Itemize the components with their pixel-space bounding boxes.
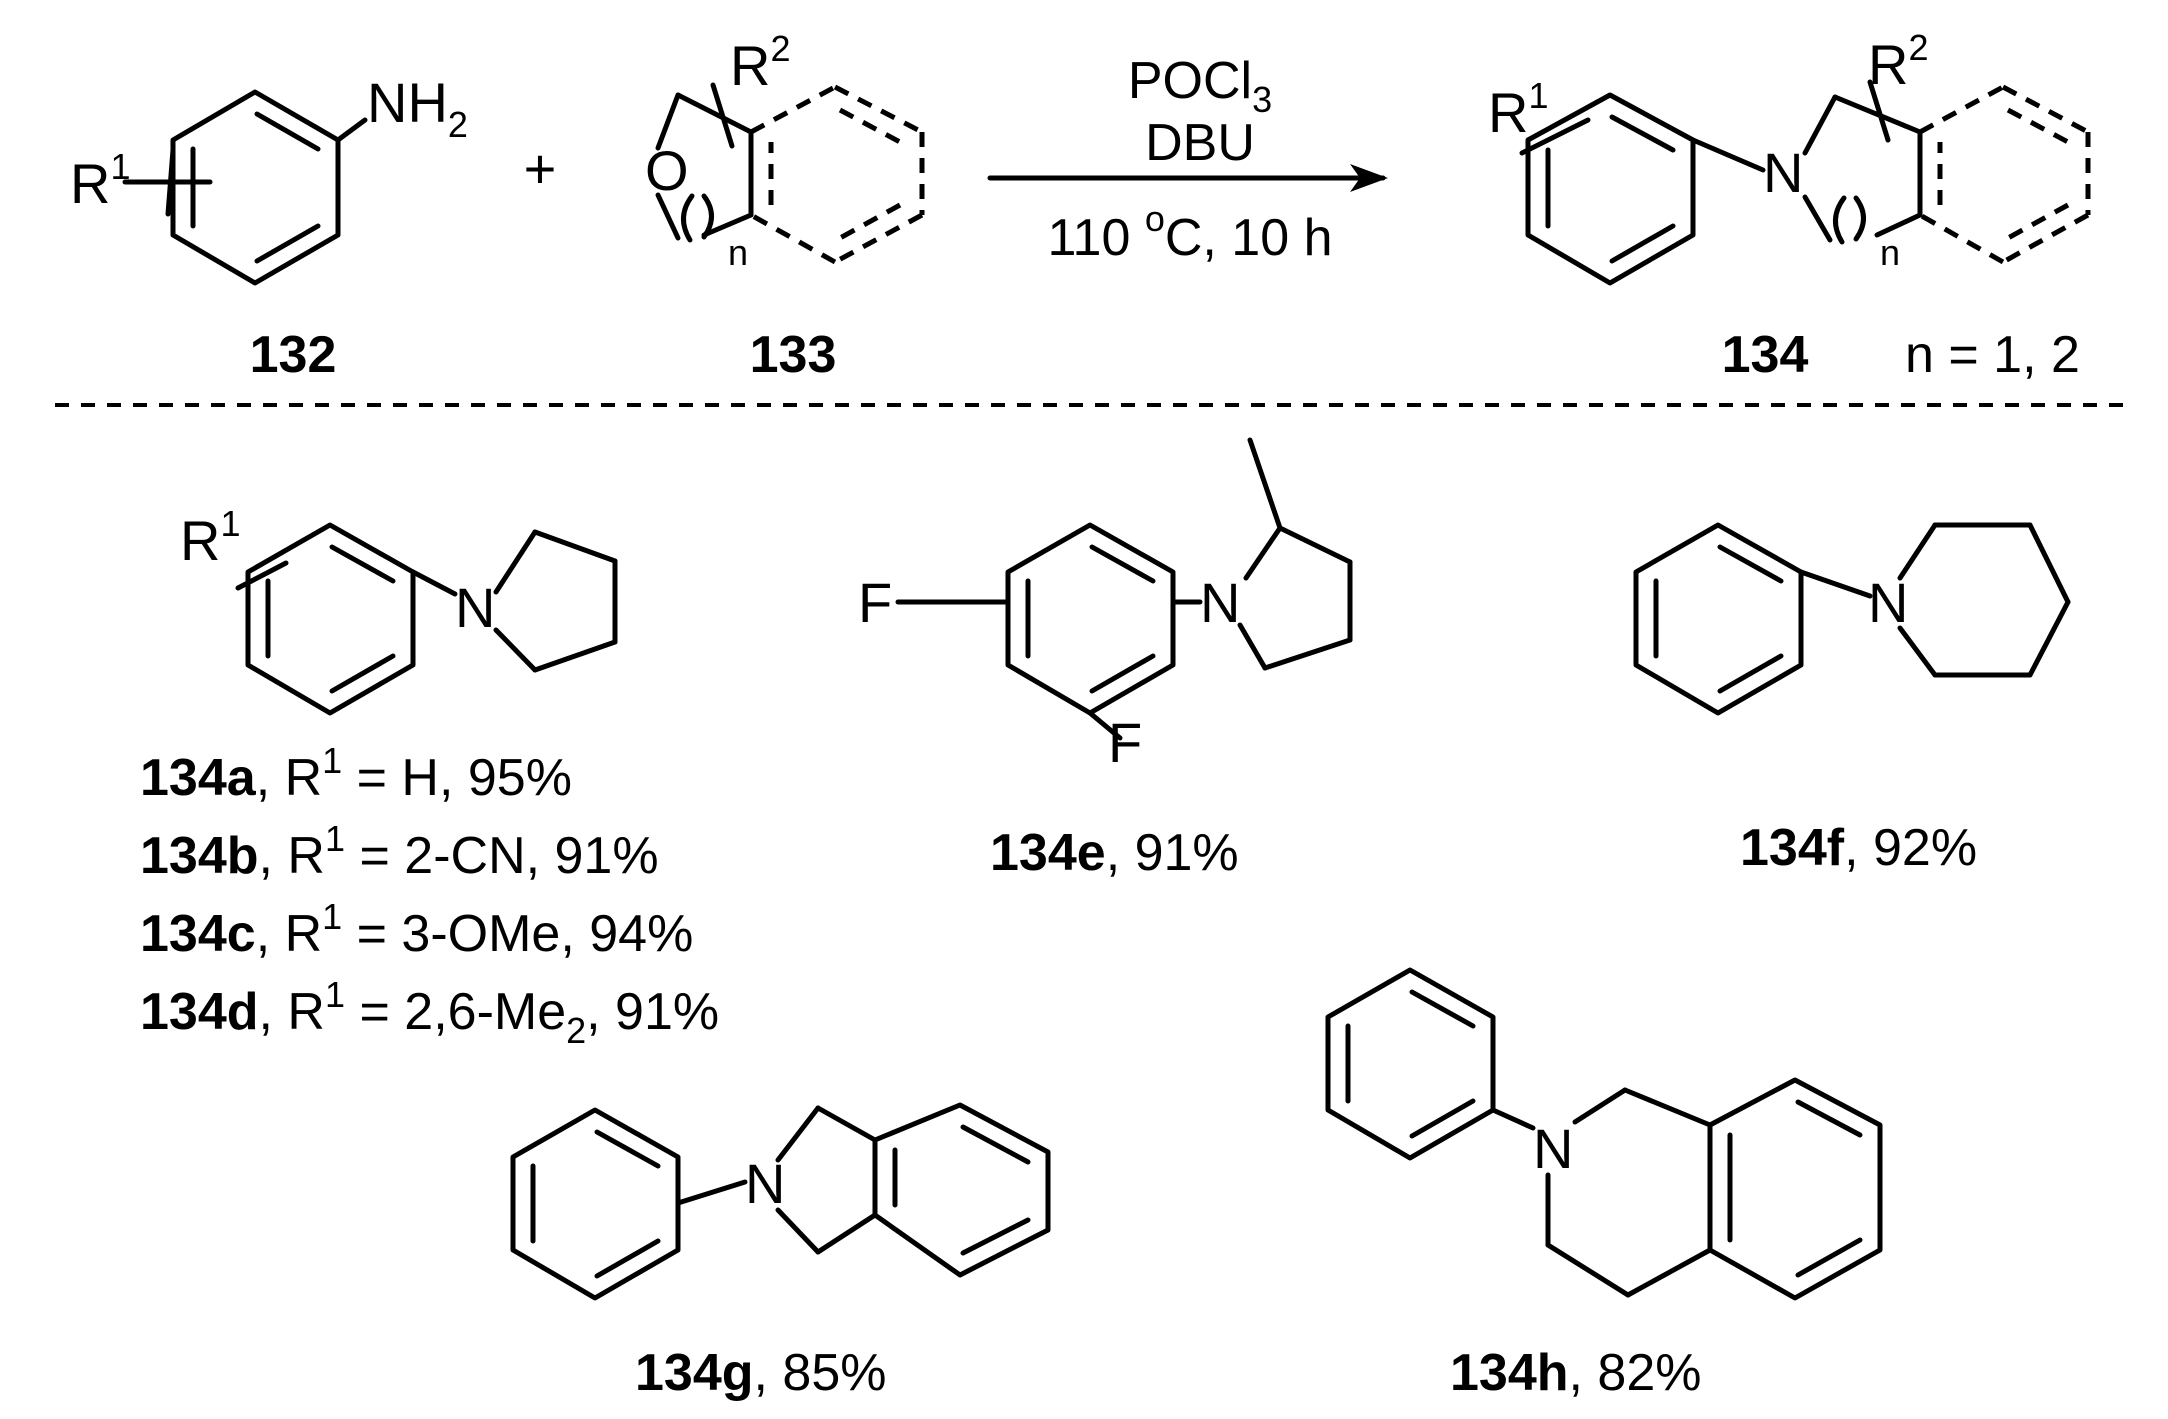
r1-substituent-label: R1 <box>1488 75 1548 144</box>
oxygen-label: O <box>645 139 689 202</box>
product-134g-label: 134g, 85% <box>635 1344 887 1402</box>
product-134-structure: N R1 R2 n <box>1488 27 2091 286</box>
product-134f-structure: N <box>1633 522 2071 716</box>
product-134-label: 134 <box>1722 326 1809 384</box>
temperature-time: 110 oC, 10 h <box>1047 198 1332 267</box>
reactant-132-structure: NH2 R1 <box>70 71 468 286</box>
plus-sign: + <box>524 137 557 200</box>
product-134h-label: 134h, 82% <box>1450 1344 1702 1402</box>
product-134e-label: 134e, 91% <box>990 824 1239 882</box>
reagent-pocl3: POCl3 <box>1128 52 1272 120</box>
product-134h-structure: N <box>1325 967 1883 1301</box>
product-134c-label: 134c, R1 = 3-OMe, 94% <box>140 896 693 963</box>
product-134e-structure: F F N <box>858 437 1353 774</box>
nitrogen-label: N <box>1533 1117 1573 1180</box>
nitrogen-label: N <box>745 1152 785 1215</box>
reaction-conditions: POCl3 DBU 110 oC, 10 h <box>987 52 1388 267</box>
ring-size-values: n = 1, 2 <box>1905 326 2080 384</box>
amine-label: NH2 <box>367 71 468 145</box>
nitrogen-label: N <box>1200 571 1240 634</box>
fluorine-label: F <box>1108 711 1142 774</box>
nitrogen-label: N <box>455 576 495 639</box>
r2-substituent-label: R2 <box>1868 27 1928 96</box>
nitrogen-label: N <box>1868 571 1908 634</box>
product-134d-label: 134d, R1 = 2,6-Me2, 91% <box>140 974 719 1051</box>
reactant-133-structure: O R2 n <box>645 28 925 273</box>
r1-substituent-label: R1 <box>180 503 240 572</box>
r1-substituent-label: R1 <box>70 146 130 215</box>
reagent-132-label: 132 <box>250 326 337 384</box>
product-134a-label: 134a, R1 = H, 95% <box>140 740 572 807</box>
reaction-arrowhead <box>1350 164 1388 192</box>
product-134b-label: 134b, R1 = 2-CN, 91% <box>140 818 659 885</box>
ring-size-index: n <box>1880 232 1900 273</box>
r2-substituent-label: R2 <box>730 28 790 97</box>
fluorine-label: F <box>858 571 892 634</box>
product-134a-d-structure: N R1 <box>180 503 618 716</box>
product-134a-d-labels: 134a, R1 = H, 95% 134b, R1 = 2-CN, 91% 1… <box>140 740 719 1051</box>
nitrogen-label: N <box>1763 141 1803 204</box>
ring-size-index: n <box>728 232 748 273</box>
product-134g-structure: N <box>510 1102 1051 1301</box>
reagent-dbu: DBU <box>1145 114 1255 172</box>
reagent-133-label: 133 <box>750 326 837 384</box>
product-134f-label: 134f, 92% <box>1740 819 1977 877</box>
